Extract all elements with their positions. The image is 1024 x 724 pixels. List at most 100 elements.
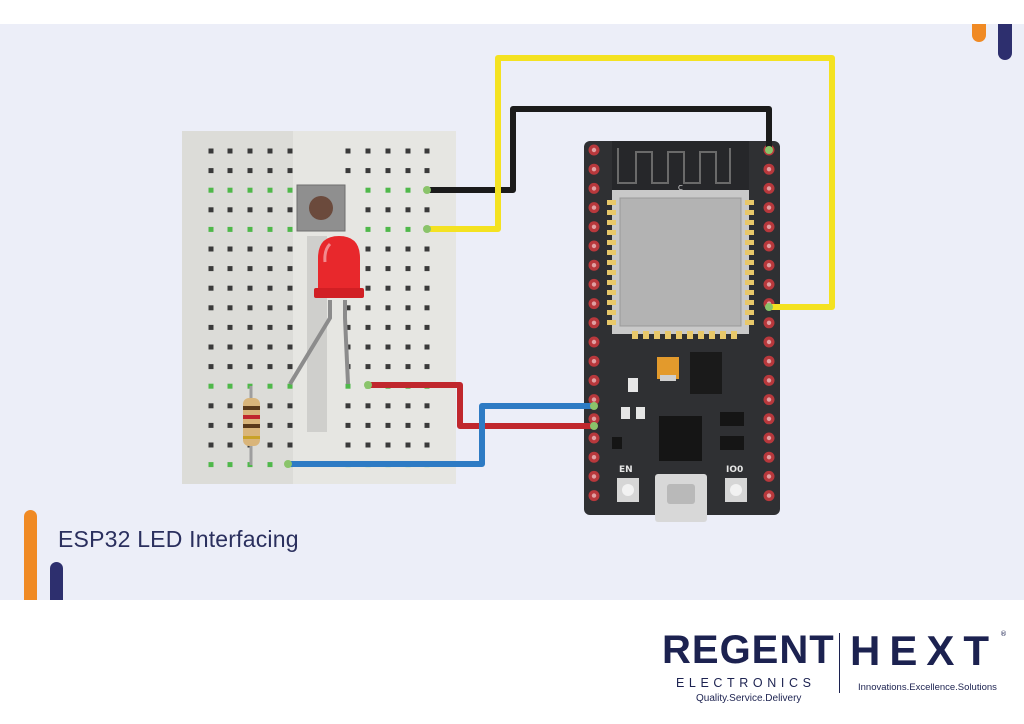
esp32-pin-hole (766, 359, 772, 364)
breadboard-hole (208, 364, 214, 370)
breadboard-hole (365, 305, 371, 311)
esp32-pin-hole (591, 378, 597, 383)
breadboard-hole (227, 305, 233, 311)
breadboard-hole (227, 187, 233, 193)
breadboard-hole (227, 168, 233, 174)
module-pad (745, 260, 754, 265)
module-pad (654, 331, 660, 339)
esp32-pin-hole (591, 301, 597, 306)
breadboard-hole (267, 226, 273, 232)
module-pad (607, 310, 616, 315)
breadboard-hole (385, 305, 391, 311)
breadboard-hole (247, 148, 253, 154)
breadboard-hole (227, 226, 233, 232)
breadboard-hole (208, 246, 214, 252)
module-pad (709, 331, 715, 339)
breadboard-hole (267, 422, 273, 428)
breadboard-hole (247, 266, 253, 272)
breadboard-hole (247, 305, 253, 311)
hext-registered-mark: ® (1000, 630, 1007, 638)
esp32-pin-hole (766, 474, 772, 479)
module-pad (687, 331, 693, 339)
breadboard-hole (424, 266, 430, 272)
module-pad (607, 200, 616, 205)
wires (284, 55, 835, 468)
resistor (243, 386, 260, 465)
footer-area (0, 600, 1024, 724)
esp32-pin-hole (766, 416, 772, 421)
breadboard-hole (287, 442, 293, 448)
breadboard-hole (424, 364, 430, 370)
breadboard-hole (405, 422, 411, 428)
esp32-pin-hole (766, 243, 772, 249)
breadboard-hole (287, 187, 293, 193)
esp32-pin-hole (766, 435, 772, 441)
breadboard-hole (405, 246, 411, 252)
breadboard-hole (424, 403, 430, 409)
esp32-pin-hole (591, 243, 597, 249)
breadboard-hole (345, 403, 351, 409)
breadboard-hole (365, 442, 371, 448)
breadboard-hole (405, 285, 411, 291)
breadboard-hole (385, 324, 391, 330)
breadboard-hole (365, 285, 371, 291)
breadboard-hole (365, 344, 371, 350)
breadboard-hole (227, 383, 233, 389)
breadboard-hole (267, 285, 273, 291)
breadboard-hole (267, 442, 273, 448)
breadboard-hole (365, 246, 371, 252)
breadboard-hole (287, 383, 293, 389)
breadboard-hole (424, 246, 430, 252)
breadboard-hole (365, 266, 371, 272)
breadboard-hole (247, 364, 253, 370)
breadboard-hole (365, 364, 371, 370)
breadboard-hole (424, 422, 430, 428)
breadboard-hole (385, 344, 391, 350)
module-pad (607, 270, 616, 275)
breadboard-hole (267, 383, 273, 389)
breadboard-hole (287, 285, 293, 291)
esp32-pin-hole (591, 282, 597, 287)
breadboard-hole (227, 207, 233, 213)
module-pad (607, 250, 616, 255)
breadboard-hole (247, 344, 253, 350)
module-pad (745, 300, 754, 305)
module-pad (607, 260, 616, 265)
esp32-pin-hole (591, 186, 597, 191)
esp32-pin-hole (591, 147, 597, 153)
module-pad (607, 230, 616, 235)
breadboard-hole (267, 324, 273, 330)
accent-bar-orange-top (972, 24, 986, 42)
regent-logo-subtitle: ELECTRONICS (676, 676, 816, 690)
esp32-pin-hole (766, 455, 772, 460)
breadboard-hole (424, 148, 430, 154)
breadboard-hole (267, 246, 273, 252)
breadboard-hole (227, 462, 233, 468)
esp32-pin-hole (766, 378, 772, 383)
breadboard-hole (345, 324, 351, 330)
breadboard-hole (385, 168, 391, 174)
breadboard-hole (247, 246, 253, 252)
breadboard-hole (385, 226, 391, 232)
breadboard-hole (365, 226, 371, 232)
led-legs (288, 300, 350, 386)
io0-button-label: IO0 (726, 465, 743, 475)
breadboard-hole (385, 403, 391, 409)
breadboard-hole (385, 364, 391, 370)
breadboard-hole (385, 246, 391, 252)
esp32-pin-hole (591, 205, 597, 210)
breadboard-hole (405, 344, 411, 350)
module-pad (665, 331, 671, 339)
breadboard-hole (267, 207, 273, 213)
module-pad (607, 280, 616, 285)
breadboard-hole (345, 422, 351, 428)
breadboard-hole (208, 148, 214, 154)
breadboard-hole (208, 305, 214, 311)
breadboard-hole (227, 246, 233, 252)
breadboard-hole (424, 168, 430, 174)
esp32-pin-hole (766, 397, 772, 402)
breadboard-hole (247, 285, 253, 291)
blue-wire (288, 403, 594, 467)
breadboard-hole (287, 226, 293, 232)
breadboard-hole (227, 266, 233, 272)
